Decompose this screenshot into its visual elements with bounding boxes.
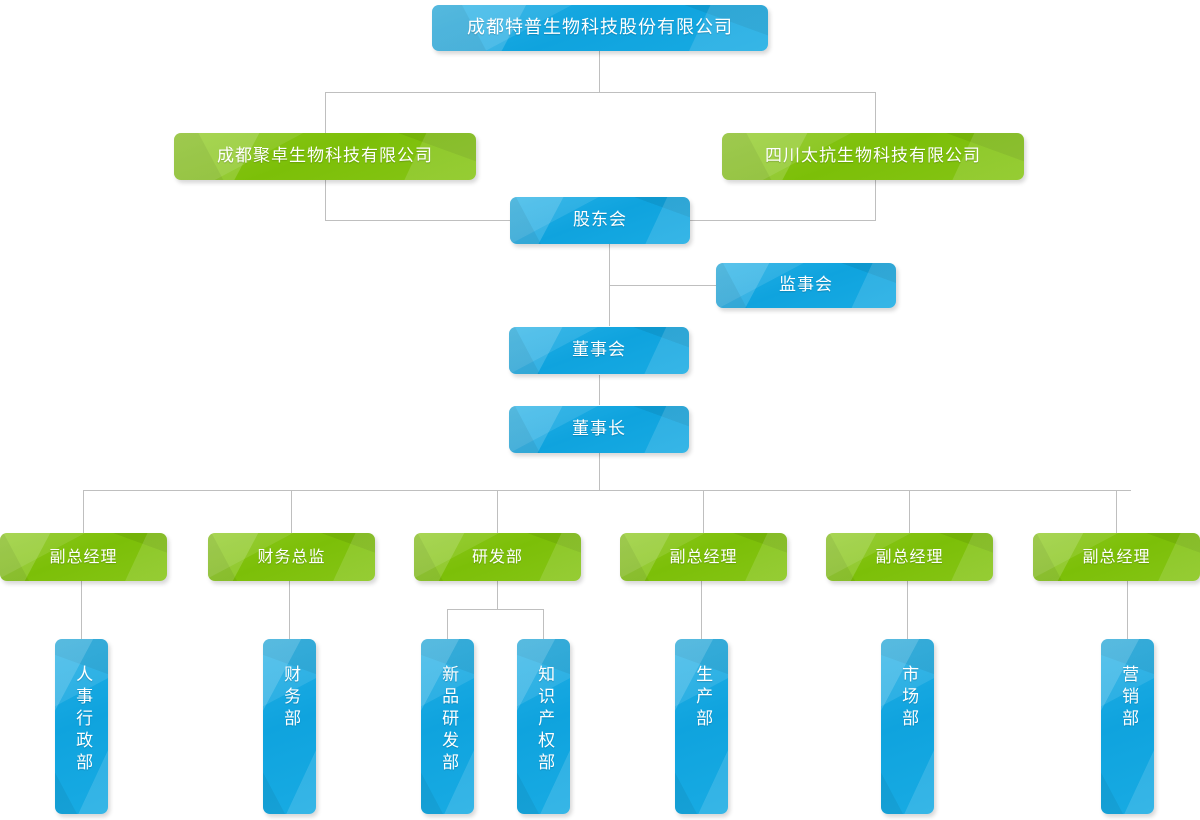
connector-rd-bar [447, 609, 543, 610]
connector-root-down [599, 51, 600, 92]
connector-cfo-finance [289, 581, 290, 639]
node-ip-department-label: 知识产权部 [534, 665, 555, 775]
node-hr-admin-department[interactable]: 人事行政部 [55, 639, 108, 814]
connector-drop-vgm4 [1116, 490, 1117, 533]
node-market-department[interactable]: 市场部 [881, 639, 934, 814]
connector-level5-bar [83, 490, 1131, 491]
connector-vgm4-sales [1127, 581, 1128, 639]
connector-level1-bar [325, 92, 876, 93]
node-board-of-supervisors-label: 监事会 [779, 274, 833, 295]
node-market-department-label: 市场部 [898, 665, 919, 731]
connector-drop-rd [497, 490, 498, 533]
node-subsidiary-juzhuo-label: 成都聚卓生物科技有限公司 [217, 145, 433, 166]
connector-vgm2-production [701, 581, 702, 639]
node-sales-department[interactable]: 营销部 [1101, 639, 1154, 814]
node-shareholders-meeting[interactable]: 股东会 [510, 197, 690, 244]
node-new-product-rd-department[interactable]: 新品研发部 [421, 639, 474, 814]
node-vice-gm-4-label: 副总经理 [1082, 547, 1151, 566]
node-chairman[interactable]: 董事长 [509, 406, 689, 453]
connector-drop-newproduct [447, 609, 448, 639]
node-production-department[interactable]: 生产部 [675, 639, 728, 814]
node-root[interactable]: 成都特普生物科技股份有限公司 [432, 5, 768, 51]
node-rd-department[interactable]: 研发部 [414, 533, 581, 581]
connector-vgm3-market [907, 581, 908, 639]
node-production-department-label: 生产部 [692, 665, 713, 731]
connector-left-to-gudonghui [325, 220, 511, 221]
node-finance-department-label: 财务部 [280, 665, 301, 731]
node-finance-department[interactable]: 财务部 [263, 639, 316, 814]
node-vice-gm-1-label: 副总经理 [49, 547, 118, 566]
connector-dongshizhang-down [599, 453, 600, 490]
node-board-of-supervisors[interactable]: 监事会 [716, 263, 896, 308]
node-sales-department-label: 营销部 [1118, 665, 1139, 731]
node-hr-admin-department-label: 人事行政部 [72, 665, 93, 775]
connector-rd-down [497, 581, 498, 609]
connector-drop-cfo [291, 490, 292, 533]
node-vice-gm-2-label: 副总经理 [669, 547, 738, 566]
connector-drop-vgm3 [909, 490, 910, 533]
node-chairman-label: 董事长 [572, 418, 626, 439]
node-ip-department[interactable]: 知识产权部 [517, 639, 570, 814]
connector-drop-vgm2 [703, 490, 704, 533]
node-cfo[interactable]: 财务总监 [208, 533, 375, 581]
connector-vgm1-hr [81, 581, 82, 639]
node-subsidiary-juzhuo[interactable]: 成都聚卓生物科技有限公司 [174, 133, 476, 180]
connector-drop-ip [543, 609, 544, 639]
node-vice-gm-1[interactable]: 副总经理 [0, 533, 167, 581]
node-vice-gm-2[interactable]: 副总经理 [620, 533, 787, 581]
node-root-label: 成都特普生物科技股份有限公司 [467, 16, 733, 38]
node-vice-gm-3-label: 副总经理 [875, 547, 944, 566]
connector-to-jianshihui [609, 285, 716, 286]
node-vice-gm-4[interactable]: 副总经理 [1033, 533, 1200, 581]
connector-drop-vgm1 [83, 490, 84, 533]
connector-right-to-gudonghui [689, 220, 876, 221]
node-vice-gm-3[interactable]: 副总经理 [826, 533, 993, 581]
node-shareholders-meeting-label: 股东会 [573, 209, 627, 230]
node-board-of-directors-label: 董事会 [572, 339, 626, 360]
node-board-of-directors[interactable]: 董事会 [509, 327, 689, 374]
node-new-product-rd-department-label: 新品研发部 [438, 665, 459, 775]
node-rd-department-label: 研发部 [471, 547, 523, 566]
node-cfo-label: 财务总监 [257, 547, 326, 566]
node-subsidiary-taikang[interactable]: 四川太抗生物科技有限公司 [722, 133, 1024, 180]
node-subsidiary-taikang-label: 四川太抗生物科技有限公司 [765, 145, 981, 166]
connector-dongshihui-down [599, 375, 600, 405]
